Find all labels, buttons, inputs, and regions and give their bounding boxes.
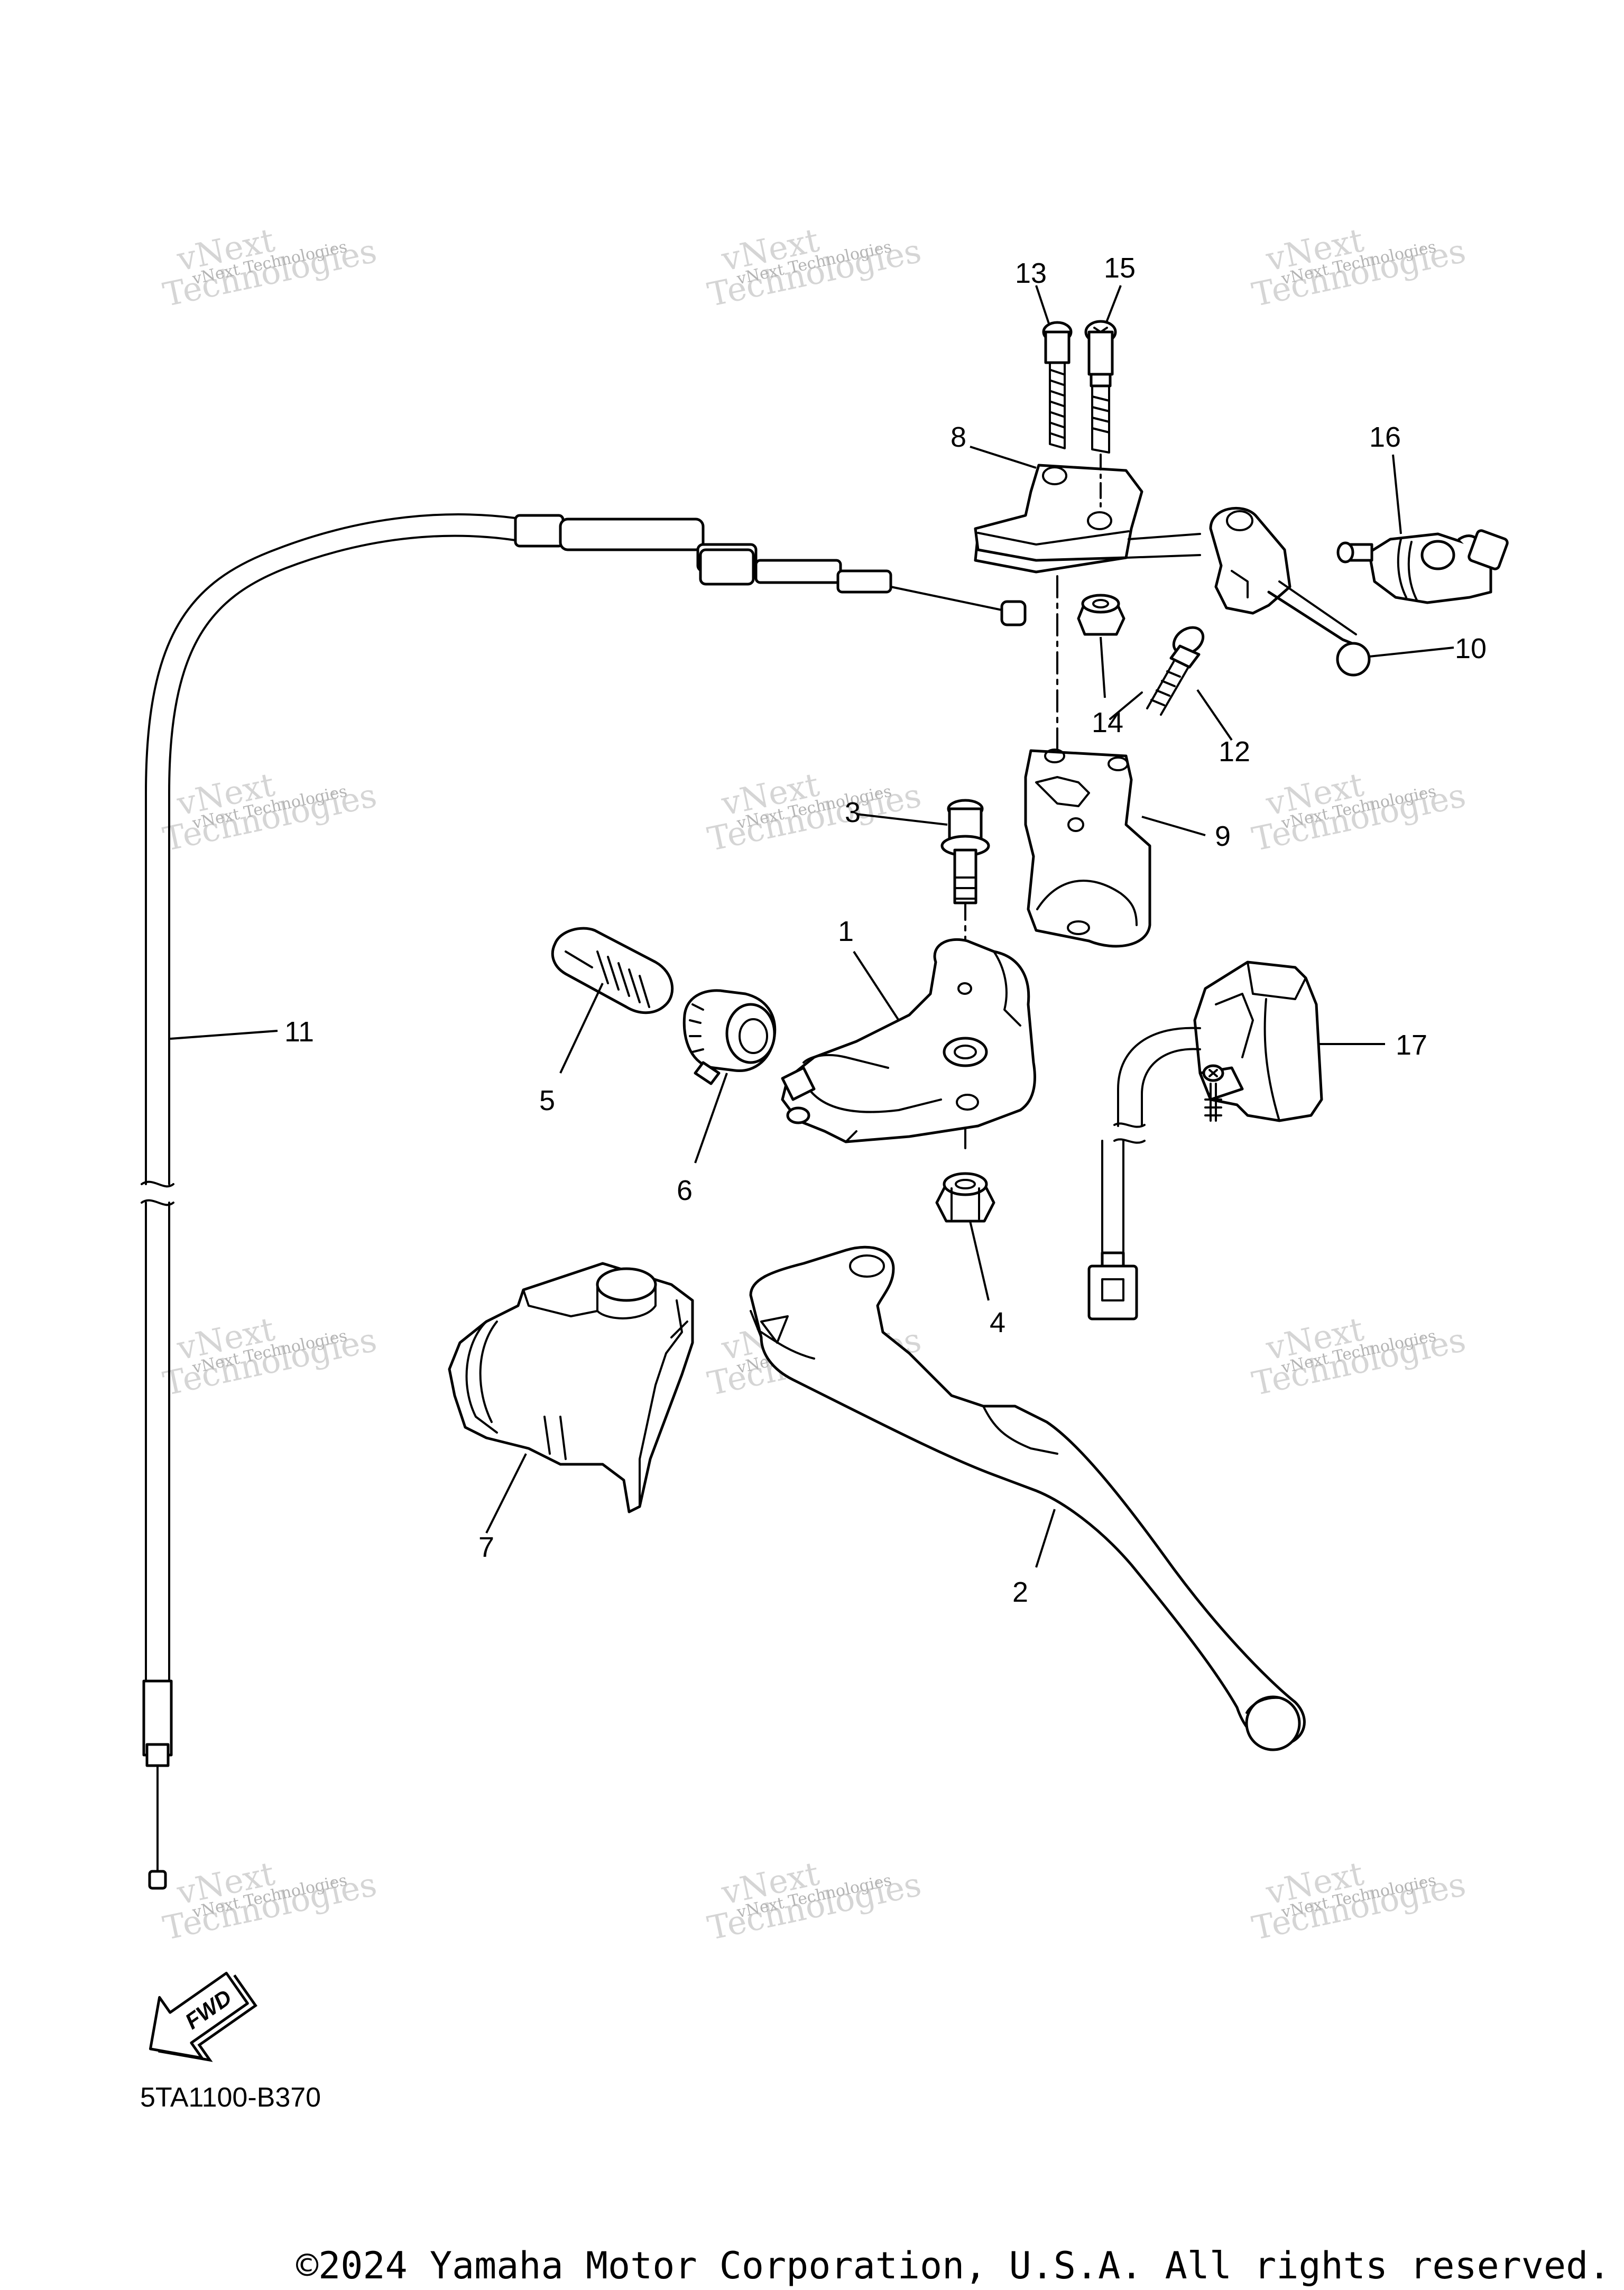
part-1-lever-holder xyxy=(781,938,1036,1143)
callout-14: 14 xyxy=(1092,707,1123,738)
callout-2: 2 xyxy=(1012,1576,1028,1608)
watermark: vNext Technologies vNext Technologies xyxy=(160,1309,380,1403)
part-4-nut xyxy=(935,1172,995,1223)
callout-17: 17 xyxy=(1396,1029,1427,1061)
part-3-bolt xyxy=(940,799,990,904)
callout-7: 7 xyxy=(478,1531,494,1563)
part-9-holder-bracket xyxy=(1024,749,1151,948)
callout-12: 12 xyxy=(1219,736,1250,768)
copyright-notice: ©2024 Yamaha Motor Corporation, U.S.A. A… xyxy=(296,2244,1610,2287)
part-2-clutch-lever xyxy=(749,1245,1306,1751)
part-15-bolt xyxy=(1084,320,1117,454)
callout-13: 13 xyxy=(1015,257,1047,289)
part-14-nut xyxy=(1077,594,1125,636)
watermark: vNext Technologies vNext Technologies xyxy=(160,1854,380,1947)
callout-3: 3 xyxy=(845,797,861,828)
callout-6: 6 xyxy=(677,1175,693,1206)
part-13-bolt xyxy=(1042,321,1073,449)
callout-5: 5 xyxy=(539,1085,555,1116)
watermark: vNext Technologies vNext Technologies xyxy=(1249,765,1469,858)
watermark: vNext Technologies vNext Technologies xyxy=(704,765,925,858)
callout-1: 1 xyxy=(838,916,854,947)
part-8-holder xyxy=(974,464,1201,574)
callout-11: 11 xyxy=(284,1016,314,1048)
watermark: vNext Technologies vNext Technologies xyxy=(704,220,925,314)
callout-8: 8 xyxy=(951,421,966,453)
watermark: vNext Technologies vNext Technologies xyxy=(160,220,380,314)
part-11-clutch-cable xyxy=(141,513,1027,1890)
part-7-lever-cover xyxy=(448,1262,694,1513)
part-12-bolt xyxy=(1146,626,1205,716)
watermark: vNext Technologies vNext Technologies xyxy=(160,765,380,858)
part-17-switch xyxy=(1087,961,1323,1321)
fwd-arrow-icon: FWD xyxy=(149,1972,257,2062)
watermark: vNext Technologies vNext Technologies xyxy=(1249,1854,1469,1947)
callouts: 1 2 3 4 5 6 7 8 9 10 11 12 13 14 15 16 1… xyxy=(284,252,1487,1608)
part-6-adjuster-nut xyxy=(682,989,777,1085)
watermark: vNext Technologies vNext Technologies xyxy=(1249,220,1469,314)
callout-4: 4 xyxy=(990,1307,1005,1338)
part-5-adjuster-bolt xyxy=(551,927,674,1014)
leader-lines xyxy=(170,285,1454,1568)
part-10-hot-start-lever xyxy=(1209,506,1371,677)
part-16-clamp xyxy=(1336,529,1509,604)
callout-9: 9 xyxy=(1215,820,1231,852)
diagram-code: 5TA1100-B370 xyxy=(140,2082,321,2113)
callout-15: 15 xyxy=(1104,252,1136,284)
callout-16: 16 xyxy=(1369,421,1401,453)
callout-10: 10 xyxy=(1455,633,1487,664)
watermark: vNext Technologies vNext Technologies xyxy=(1249,1309,1469,1403)
watermark: vNext Technologies vNext Technologies xyxy=(704,1854,925,1947)
